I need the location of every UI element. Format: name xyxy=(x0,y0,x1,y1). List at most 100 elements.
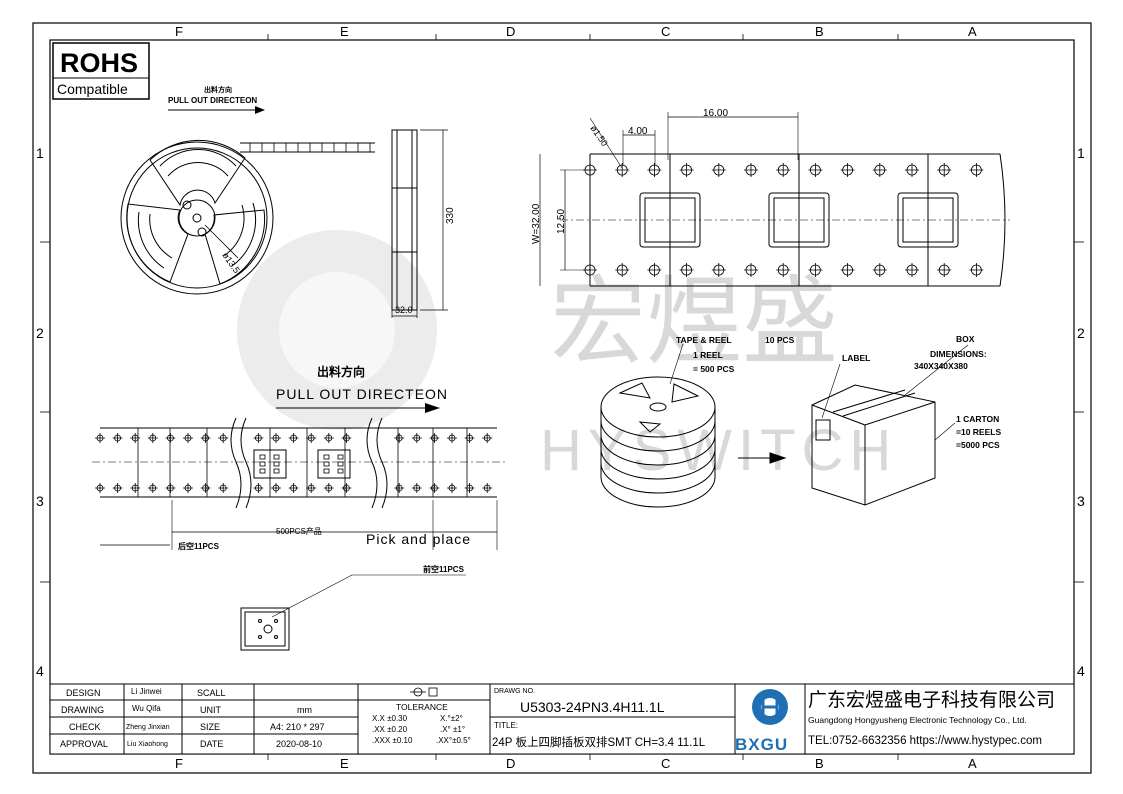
sprocket-crosshair xyxy=(253,433,264,443)
row-label: 2 xyxy=(36,325,44,341)
strip-pick-label: Pick and place xyxy=(366,531,471,547)
row-label: 1 xyxy=(36,145,44,161)
tolerance-right: X.°±2° xyxy=(440,714,463,723)
part-pin xyxy=(259,461,266,467)
sprocket-crosshair xyxy=(937,263,952,277)
sprocket-crosshair xyxy=(183,483,193,493)
part-pin xyxy=(323,468,330,474)
sprocket-crosshair xyxy=(840,263,855,277)
watermark-en: HYSWITCH xyxy=(540,418,897,483)
sprocket-crosshair xyxy=(776,163,791,177)
reel-count-line1: 1 REEL xyxy=(693,350,723,360)
sprocket-crosshair xyxy=(147,433,158,443)
sprocket-crosshair xyxy=(147,483,158,493)
pull-out-direction-small: 出料方向 PULL OUT DIRECTEON xyxy=(168,85,265,114)
col-label: E xyxy=(340,24,349,39)
part-pin xyxy=(259,454,266,460)
tolerance-block: TOLERANCE X.X ±0.30 .XX ±0.20 .XXX ±0.10… xyxy=(372,687,471,745)
pull-out-cn-small: 出料方向 xyxy=(204,85,232,94)
tb-value: 2020-08-10 xyxy=(276,739,322,749)
col-label: B xyxy=(815,24,824,39)
reel-side-view xyxy=(391,129,448,318)
sprocket-crosshair xyxy=(306,433,317,443)
sprocket-crosshair xyxy=(583,263,597,277)
watermark-cn: 宏煜盛 xyxy=(550,269,838,376)
tb-name: Liu Xiaohong xyxy=(127,741,168,748)
sprocket-crosshair xyxy=(464,483,475,493)
row-label: 3 xyxy=(36,493,44,509)
col-label: C xyxy=(661,24,670,39)
carton-line2: =10 REELS xyxy=(956,427,1001,437)
row-label: 2 xyxy=(1077,325,1085,341)
col-label: F xyxy=(175,24,183,39)
sprocket-crosshair xyxy=(583,163,597,177)
sprocket-crosshair xyxy=(808,163,823,177)
sprocket-crosshair xyxy=(872,263,887,277)
tb-role: DRAWING xyxy=(61,705,104,715)
strip-product-label: 500PCS产品 xyxy=(276,526,322,536)
sprocket-crosshair xyxy=(679,163,694,177)
sprocket-crosshair xyxy=(872,163,887,177)
sprocket-crosshair xyxy=(341,483,352,493)
sprocket-crosshair xyxy=(165,483,176,493)
sprocket-crosshair xyxy=(447,483,457,493)
col-label: A xyxy=(968,756,977,771)
column-labels-top: F E D C B A xyxy=(175,24,977,39)
sprocket-crosshair xyxy=(711,263,726,277)
sprocket-crosshair xyxy=(840,163,855,177)
sprocket-crosshair xyxy=(218,483,229,493)
packaging-labels: TAPE & REEL 10 PCS 1 REEL = 500 PCS LABE… xyxy=(676,334,1001,450)
tape-sprocket-holes xyxy=(583,163,984,277)
sprocket-crosshair xyxy=(615,163,630,177)
sprocket-crosshair xyxy=(905,163,919,177)
rohs-title: ROHS xyxy=(60,48,138,78)
pull-out-en-small: PULL OUT DIRECTEON xyxy=(168,96,257,105)
rohs-subtitle: Compatible xyxy=(57,81,128,97)
sprocket-crosshair xyxy=(969,263,984,277)
tape-reel-pcs-label: 10 PCS xyxy=(765,335,795,345)
tolerance-left: X.X ±0.30 xyxy=(372,714,408,723)
sprocket-crosshair xyxy=(905,263,919,277)
tape-hole-dimension: ø1.50 xyxy=(588,123,609,148)
drawing-no-label: DRAWG NO. xyxy=(494,688,535,695)
watermark: 宏煜盛 HYSWITCH xyxy=(237,230,897,483)
carrier-strip xyxy=(92,417,505,618)
pull-out-direction-large: 出料方向 PULL OUT DIRECTEON xyxy=(276,364,447,413)
sprocket-crosshair xyxy=(341,433,352,443)
tape-pitch-large: 16.00 xyxy=(703,108,728,119)
sprocket-crosshair xyxy=(271,483,281,493)
sprocket-crosshair xyxy=(482,433,493,443)
title-label: TITLE: xyxy=(494,721,518,730)
col-label: E xyxy=(340,756,349,771)
part-detail xyxy=(240,607,290,651)
col-label: B xyxy=(815,756,824,771)
company-name-en: Guangdong Hongyusheng Electronic Technol… xyxy=(808,715,1027,725)
row-labels-right: 1 2 3 4 xyxy=(1077,145,1085,679)
sprocket-crosshair xyxy=(394,483,405,493)
sprocket-crosshair xyxy=(776,263,791,277)
pull-out-cn-large: 出料方向 xyxy=(317,364,365,379)
sprocket-crosshair xyxy=(95,433,105,443)
row-label: 3 xyxy=(1077,493,1085,509)
tape-inner-dimension: 12.50 xyxy=(556,209,567,234)
reel-hub-dimension: ø13.5 xyxy=(220,250,241,275)
strip-sprocket-holes xyxy=(95,433,493,493)
box-label-label: LABEL xyxy=(842,353,870,363)
tb-key: DATE xyxy=(200,739,223,749)
sprocket-crosshair xyxy=(411,483,422,493)
drawing-info: DRAWG NO. U5303-24PN3.4H11.1L TITLE: 24P… xyxy=(492,688,706,749)
sprocket-crosshair xyxy=(447,433,457,443)
tb-value: A4: 210 * 297 xyxy=(270,722,325,732)
reel-count-line2: = 500 PCS xyxy=(693,364,735,374)
col-label: A xyxy=(968,24,977,39)
col-label: F xyxy=(175,756,183,771)
strip-head-label: 前空11PCS xyxy=(423,564,465,574)
company-info: 广东宏煜盛电子科技有限公司 Guangdong Hongyusheng Elec… xyxy=(808,689,1055,747)
company-logo-text: BXGU xyxy=(735,735,788,754)
frame xyxy=(32,22,1092,774)
tb-name: Wu Qifa xyxy=(132,704,161,713)
box-title-label: BOX xyxy=(956,334,975,344)
part-pin xyxy=(273,454,280,460)
part-pin xyxy=(259,468,266,474)
